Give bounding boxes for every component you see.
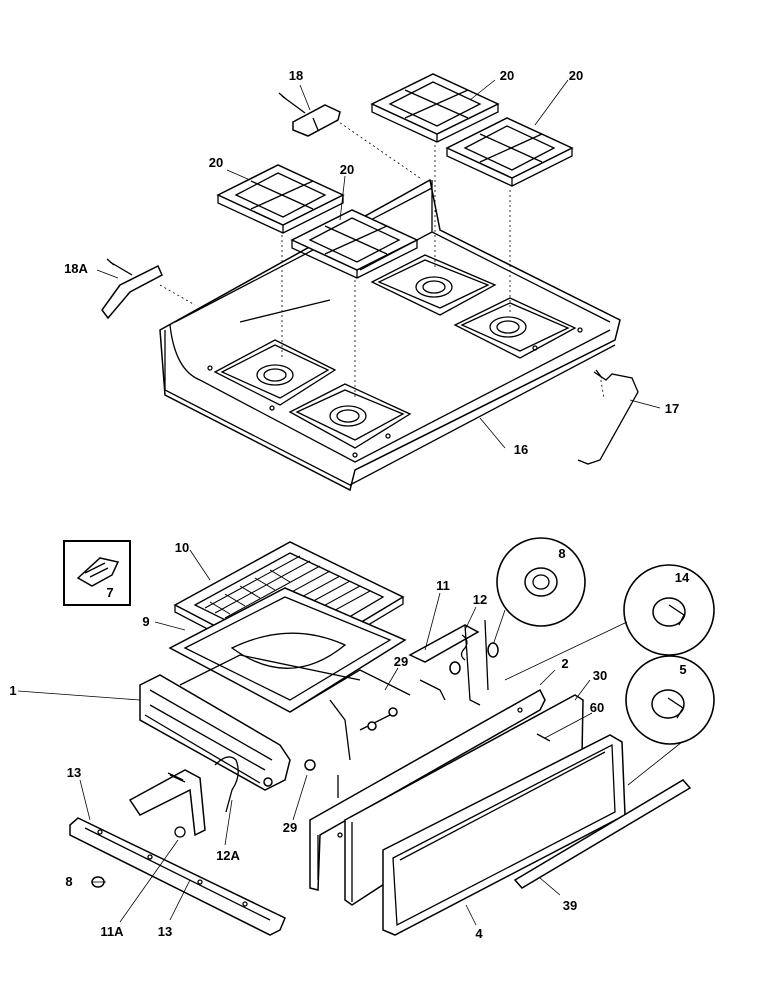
inset-box-part-7 [63, 540, 131, 606]
nut-part-29 [263, 707, 398, 787]
screws [167, 733, 551, 798]
label-12a: 12A [216, 848, 240, 863]
grate-part-20-front-left [216, 164, 345, 234]
part-labels: 18 20 20 20 20 18A 17 16 10 7 8 14 5 11 … [9, 68, 690, 941]
wire-part-17 [577, 369, 639, 465]
label-12: 12 [473, 592, 487, 607]
cooktop-top-part-16 [159, 178, 621, 492]
label-2: 2 [561, 656, 568, 671]
circle-part-5 [625, 655, 715, 786]
label-13: 13 [67, 765, 81, 780]
control-panel-part-2 [309, 688, 546, 891]
spring-part-12a [214, 756, 239, 813]
label-11: 11 [436, 578, 450, 593]
label-20: 20 [500, 68, 514, 83]
bracket-part-11 [408, 619, 489, 706]
label-7: 7 [106, 585, 113, 600]
label-20: 20 [569, 68, 583, 83]
label-1: 1 [9, 683, 16, 698]
label-18a: 18A [64, 261, 88, 276]
grate-part-20-front-right [290, 209, 419, 279]
label-9: 9 [142, 614, 149, 629]
label-4: 4 [475, 926, 483, 941]
label-20: 20 [209, 155, 223, 170]
label-5: 5 [679, 662, 686, 677]
bracket-part-11a [128, 769, 206, 838]
broiler-housing-part-1 [139, 654, 411, 791]
bracket-part-18a [101, 258, 163, 320]
bracket-part-18 [278, 92, 341, 137]
label-17: 17 [665, 401, 679, 416]
label-29: 29 [394, 654, 408, 669]
trim-strip-part-39 [513, 779, 692, 889]
circle-part-8 [491, 537, 586, 649]
label-29: 29 [283, 820, 297, 835]
label-20: 20 [340, 162, 354, 177]
grate-part-20-back-right [445, 117, 574, 187]
broiler-pan-part-9 [168, 587, 407, 713]
label-18: 18 [289, 68, 303, 83]
label-8: 8 [558, 546, 565, 561]
spring-part-12 [419, 634, 468, 701]
label-16: 16 [514, 442, 528, 457]
label-8: 8 [65, 874, 72, 889]
label-30: 30 [593, 668, 607, 683]
circle-part-14 [504, 564, 715, 681]
label-10: 10 [175, 540, 189, 555]
label-39: 39 [563, 898, 577, 913]
side-rail-part-13 [69, 817, 286, 936]
label-11a: 11A [100, 924, 124, 939]
knob-small [487, 642, 499, 658]
grate-part-20-back-left [370, 73, 500, 143]
label-60: 60 [590, 700, 604, 715]
top-guide-lines [159, 119, 605, 400]
label-13: 13 [158, 924, 172, 939]
label-14: 14 [675, 570, 690, 585]
